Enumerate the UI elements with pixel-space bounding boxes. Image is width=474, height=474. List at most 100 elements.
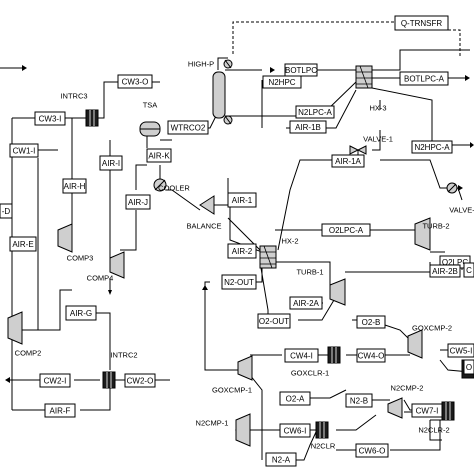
stream-box xyxy=(345,393,373,408)
stream-label: N2HPC xyxy=(268,78,295,87)
label-valve1: VALVE-1 xyxy=(363,135,393,144)
label-high-p: HIGH-P xyxy=(188,60,214,69)
stream-label: AIR-E xyxy=(12,240,33,249)
label-turb2: TURB-2 xyxy=(422,222,449,231)
stream-cw4-i: CW4-I xyxy=(284,348,319,363)
stream-air-f: AIR-F xyxy=(44,403,76,418)
label-valve-edge: VALVE- xyxy=(449,206,474,215)
stream-label: AIR-K xyxy=(148,152,170,161)
stream-label: O2-B xyxy=(362,318,381,327)
label-tsa: TSA xyxy=(143,101,158,110)
stream-box xyxy=(257,313,291,329)
q-transfer-line-2 xyxy=(448,29,461,58)
stream-label: O2-OUT xyxy=(259,317,289,326)
stream-box xyxy=(227,192,257,208)
stream-label: CW1-I xyxy=(13,147,36,156)
stream-box xyxy=(167,120,209,135)
label-comp4: COMP4 xyxy=(87,274,114,283)
stream-cw3-i: CW3-I xyxy=(34,111,66,126)
stream-n2-a: N2-A xyxy=(265,452,297,467)
label-comp3: COMP3 xyxy=(67,254,94,263)
stream-label: CW3-O xyxy=(122,78,149,87)
stream-label: CW4-I xyxy=(290,352,313,361)
stream-q-trnsfr: Q-TRNSFR xyxy=(394,15,449,31)
stream-box xyxy=(289,120,327,134)
stream-box xyxy=(321,223,371,237)
goxcmp1-icon xyxy=(237,355,253,381)
stream-air-j: AIR-J xyxy=(125,194,151,210)
label-n2cmp1: N2CMP-1 xyxy=(196,419,229,428)
stream-box xyxy=(221,274,257,290)
stream-label: AIR-F xyxy=(50,407,71,416)
label-n2clr: N2CLR xyxy=(311,442,336,451)
label-n2clr2: N2CLR-2 xyxy=(418,426,449,435)
label-goxcmp1: GOXCMP-1 xyxy=(212,386,252,395)
stream-air-e: AIR-E xyxy=(9,236,37,252)
stream-air-1a: AIR-1A xyxy=(331,154,365,168)
stream-cw5-i: CW5-I xyxy=(447,343,474,358)
stream-n2lpc-a: N2LPC-A xyxy=(295,105,335,119)
stream-box xyxy=(265,452,297,467)
stream-air-2b: AIR-2B xyxy=(429,264,461,278)
q-transfer-line xyxy=(232,21,395,54)
stream-label: Q-TRNSFR xyxy=(401,19,443,28)
stream-cw7-i: CW7-I xyxy=(411,403,443,418)
n2cmp1-icon xyxy=(235,413,251,447)
stream-box xyxy=(399,71,449,86)
stream-label: CW2-I xyxy=(44,377,67,386)
stream-box xyxy=(279,391,311,406)
intrc2-cooler-icon xyxy=(102,371,116,389)
stream-label: WTRCO2 xyxy=(171,124,206,133)
stream-box xyxy=(125,194,151,210)
stream-cw6-o: CW6-O xyxy=(355,443,389,458)
goxclr1-cooler-icon xyxy=(327,346,341,364)
turb2-icon xyxy=(414,217,431,251)
stream-box xyxy=(146,148,172,163)
stream-box xyxy=(289,296,323,310)
stream-box xyxy=(62,178,87,194)
label-intrc3: INTRC3 xyxy=(60,92,87,101)
stream-o2-a: O2-A xyxy=(279,391,311,406)
stream-label: CW3-I xyxy=(39,115,62,124)
high-p-column-icon xyxy=(212,71,226,119)
stream-n2hpc-a: N2HPC-A xyxy=(411,140,453,154)
stream-air-k: AIR-K xyxy=(146,148,172,163)
stream-label: N2-A xyxy=(272,456,291,465)
stream-air-1b: AIR-1B xyxy=(289,120,327,134)
stream-label: AIR-G xyxy=(70,309,92,318)
stream-box xyxy=(429,264,461,278)
stream-o2-b: O2-B xyxy=(356,315,386,329)
label-n2cmp2: N2CMP-2 xyxy=(391,384,424,393)
stream-cw4-o: CW4-O xyxy=(356,348,386,363)
stream-label: AIR-H xyxy=(64,182,86,191)
stream-box xyxy=(463,359,474,375)
stream-n2-out: N2-OUT xyxy=(221,274,257,290)
stream-box xyxy=(356,348,386,363)
stream-wtrco2: WTRCO2 xyxy=(167,120,209,135)
n2cmp2-icon xyxy=(387,397,403,419)
stream-label: AIR-2 xyxy=(232,247,253,256)
stream-box xyxy=(284,348,319,363)
stream-box xyxy=(44,403,76,418)
label-goxclr1: GOXCLR-1 xyxy=(291,369,329,378)
stream-box xyxy=(227,243,257,259)
stream-air-1: AIR-1 xyxy=(227,192,257,208)
stream-label: N2LPC-A xyxy=(298,108,332,117)
stream-box xyxy=(394,15,449,31)
label-turb1: TURB-1 xyxy=(296,268,323,277)
label-goxcmp2: GOXCMP-2 xyxy=(412,324,452,333)
stream-air-h: AIR-H xyxy=(62,178,87,194)
stream-box xyxy=(65,305,97,321)
balance-icon xyxy=(199,195,215,215)
stream-label: CW7-I xyxy=(416,407,439,416)
stream-label: AIR-1 xyxy=(232,196,253,205)
stream-label: CW4-O xyxy=(358,352,385,361)
stream-label: -D xyxy=(2,207,11,216)
stream-label: AIR-2B xyxy=(432,267,458,276)
stream-botlpc: BOTLPC xyxy=(284,63,318,77)
stream-air-g: AIR-G xyxy=(65,305,97,321)
stream-label: CW5-I xyxy=(450,347,473,356)
stream-box xyxy=(124,373,156,388)
stream-label: N2-B xyxy=(350,397,368,406)
